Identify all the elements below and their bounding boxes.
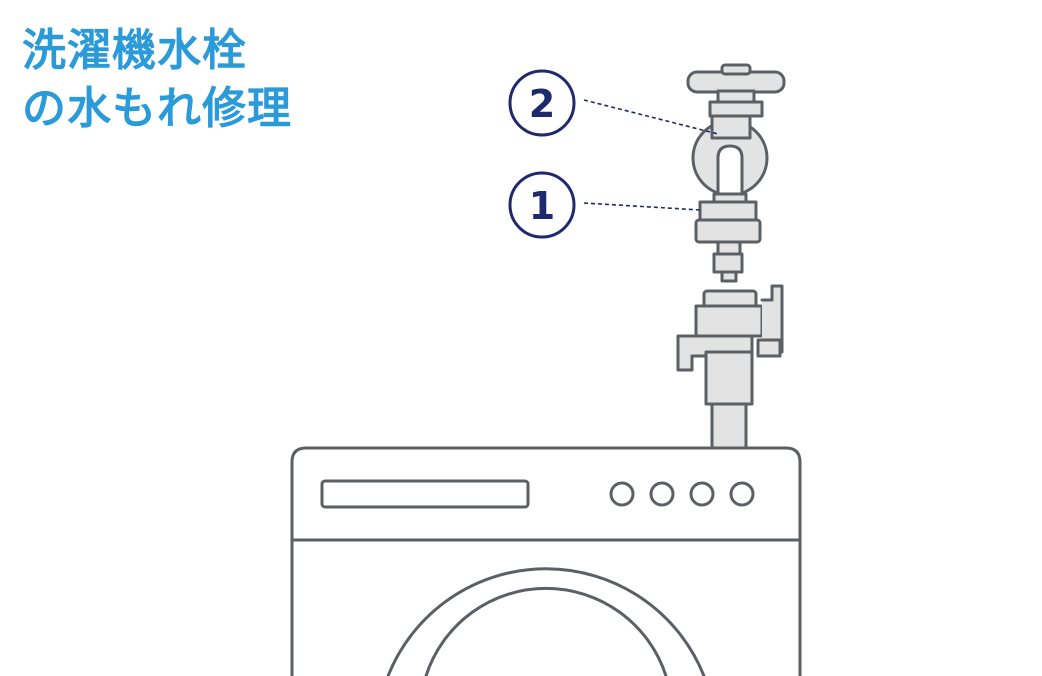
door-outer-ring [386, 567, 706, 676]
faucet-body [691, 114, 769, 204]
callout-2-leader [583, 99, 719, 135]
washing-machine [290, 446, 802, 676]
faucet-handle [686, 63, 786, 118]
dial-button-3 [689, 481, 715, 507]
callout-2-number: 2 [529, 82, 555, 126]
dial-button-2 [649, 481, 675, 507]
dial-button-4 [729, 481, 755, 507]
faucet-nut [694, 200, 762, 283]
control-display [320, 479, 530, 509]
title-line-1: 洗濯機水栓 [22, 25, 247, 76]
hose-joint [676, 284, 784, 450]
dial-button-1 [609, 481, 635, 507]
callout-1-leader [583, 202, 701, 211]
page-title: 洗濯機水栓 の水もれ修理 [22, 22, 292, 138]
title-line-2: の水もれ修理 [22, 83, 292, 134]
callout-1-number: 1 [529, 184, 555, 228]
door-inner-ring [424, 586, 668, 676]
callout-1-badge: 1 [508, 171, 576, 239]
callout-2-badge: 2 [508, 69, 576, 137]
